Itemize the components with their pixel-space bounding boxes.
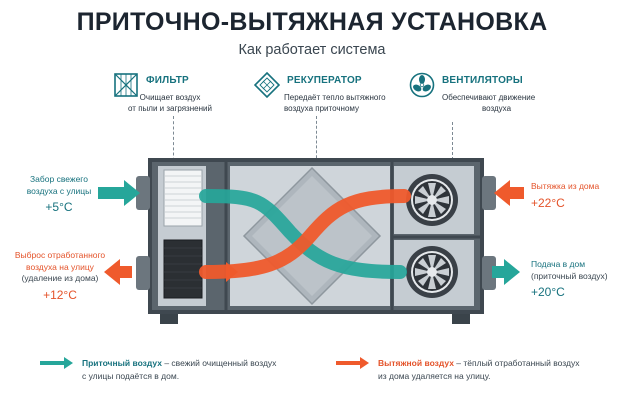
fans-pointer-line [452,122,453,170]
legend-supply-key: Приточный воздух [82,358,162,368]
filter-icon [114,73,138,97]
exhaust-outlet-line2: воздуха на улицу [26,261,94,272]
legend-supply: Приточный воздух – свежий очищенный возд… [82,357,276,383]
supply-air-path [199,189,407,279]
exhaust-filter [163,239,203,299]
exhaust-outlet-line1: Выброс отработанного [14,250,106,260]
feature-fans-desc: Обеспечивают движение воздуха [442,92,535,114]
exhaust-flow-arrowhead [226,262,238,282]
legend-supply-arrow [40,357,73,369]
duct-indoor-extract [482,176,496,210]
exhaust-air-path [199,189,411,279]
feature-recuperator-desc: Передаёт тепло вытяжного воздуха приточн… [284,92,386,114]
feature-fans-name: ВЕНТИЛЯТОРЫ [442,75,523,86]
fan-extract [406,174,458,226]
legend-supply-rest: – свежий очищенный воздух [161,358,277,368]
legend-exhaust-line2: из дома удаляется на улицу. [378,371,491,381]
fresh-air-temp: +5°С [45,200,73,214]
feature-filter-desc: Очищает воздух от пыли и загрязнений [111,92,229,114]
legend-exhaust: Вытяжной воздух – тёплый отработанный во… [378,357,579,383]
feature-filter-desc-line2: от пыли и загрязнений [128,104,212,113]
legend-exhaust-key: Вытяжной воздух [378,358,454,368]
arrow-supply-out [492,259,520,285]
fan-supply [406,246,458,298]
legend-exhaust-arrow [336,357,369,369]
arrow-extract-in [494,180,524,206]
recuperator-pointer-line [316,116,317,168]
feature-fans-desc-line2: воздуха [482,104,512,113]
legend-supply-line2: с улицы подаётся в дом. [82,371,180,381]
feature-recuperator-desc-line1: Передаёт тепло вытяжного [284,93,386,102]
fan-icon [409,72,435,98]
fresh-air-intake-line1: Забор свежего [30,174,88,184]
label-indoor-extract: Вытяжка из дома +22°С [531,181,599,209]
indoor-extract-line1: Вытяжка из дома [531,181,600,191]
indoor-supply-note: (приточный воздух) [531,270,608,281]
feature-filter-desc-line1: Очищает воздух [139,93,201,102]
fresh-air-intake-line2: воздуха с улицы [26,185,92,196]
indoor-supply-line1: Подача в дом [531,259,586,269]
indoor-supply-temp: +20°С [531,285,565,299]
feature-recuperator-name: РЕКУПЕРАТОР [287,75,362,86]
label-fresh-air-intake: Забор свежего воздуха с улицы +5°С [20,174,98,214]
feature-fans-desc-line1: Обеспечивают движение [442,93,536,102]
indoor-extract-temp: +22°С [531,195,565,210]
recuperator-icon [254,72,280,98]
duct-outdoor-intake [136,176,150,210]
exhaust-outlet-temp: +12°С [43,287,77,302]
duct-indoor-supply [482,256,496,290]
feature-filter-name: ФИЛЬТР [146,75,189,86]
filter-pointer-line [173,116,174,166]
arrow-exhaust-out [104,259,132,285]
label-indoor-supply: Подача в дом (приточный воздух) +20°С [531,259,608,299]
arrow-fresh-air-in [98,180,140,206]
duct-outdoor-exhaust [136,256,150,290]
legend-exhaust-rest: – тёплый отработанный воздух [453,358,580,368]
label-exhaust-outlet: Выброс отработанного воздуха на улицу (у… [10,250,110,301]
page-title: ПРИТОЧНО-ВЫТЯЖНАЯ УСТАНОВКА [76,8,548,36]
page-subtitle: Как работает система [238,42,386,58]
exhaust-outlet-note: (удаление из дома) [21,273,99,283]
supply-filter [163,169,203,227]
feature-recuperator-desc-line2: воздуха приточному [284,104,359,113]
